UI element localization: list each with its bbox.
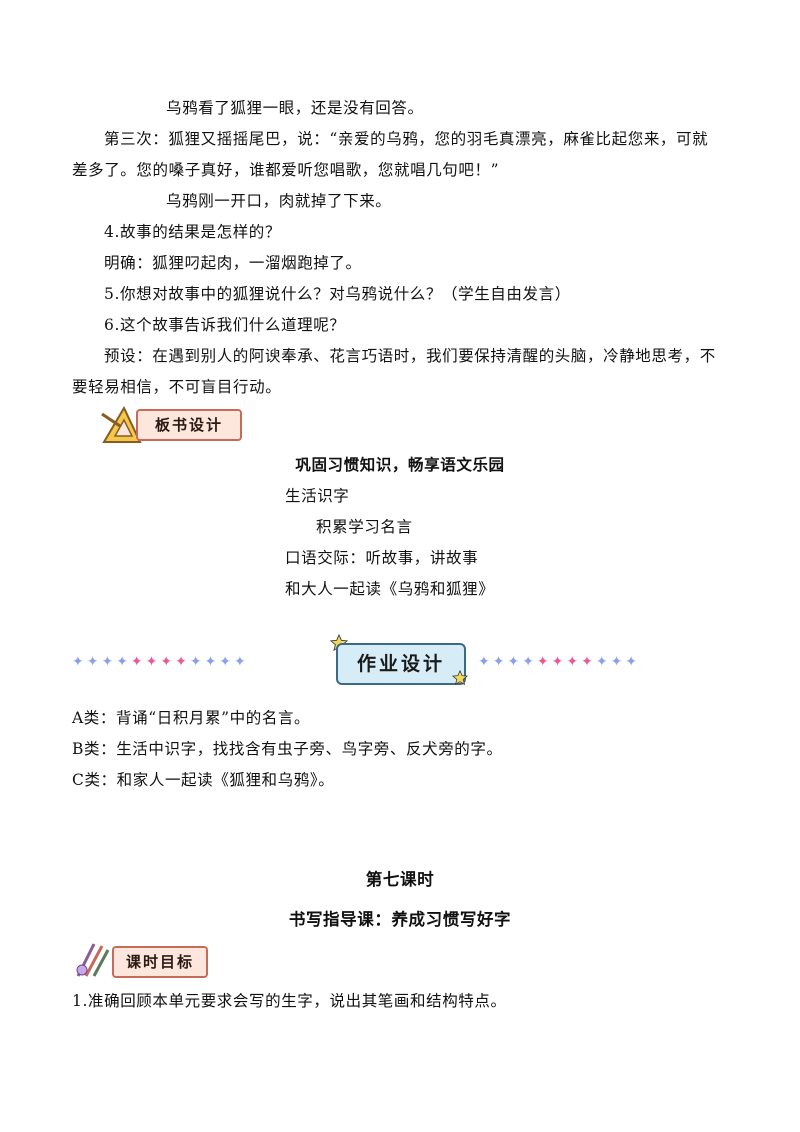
board-design-label: 板书设计 [136,409,242,441]
paragraph: 第三次：狐狸又摇摇尾巴，说：“亲爱的乌鸦，您的羽毛真漂亮，麻雀比起您来，可就 [104,130,709,148]
goal-item: 1.准确回顾本单元要求会写的生字，说出其笔画和结构特点。 [72,992,507,1010]
answer: 预设：在遇到别人的阿谀奉承、花言巧语时，我们要保持清醒的头脑，冷静地思考，不 [104,347,716,365]
paragraph: 乌鸦刚一开口，肉就掉了下来。 [166,192,392,210]
board-design-badge: 板书设计 [100,404,245,444]
homework-item: C类：和家人一起读《狐狸和乌鸦》。 [72,771,335,789]
homework-design-badge: 作业设计 [336,643,466,685]
board-line: 和大人一起读《乌鸦和狐狸》 [285,580,495,598]
paragraph: 差多了。您的嗓子真好，谁都爱听您唱歌，您就唱几句吧！” [72,161,500,179]
question: 4.故事的结果是怎样的？ [104,223,281,241]
question: 5.你想对故事中的狐狸说什么？对乌鸦说什么？（学生自由发言） [104,285,571,303]
lesson-title: 第七课时 [365,870,435,889]
lesson-subtitle: 书写指导课：养成习惯写好字 [288,910,512,929]
star-icon [452,670,468,686]
board-line: 生活识字 [285,487,350,505]
answer: 要轻易相信，不可盲目行动。 [72,378,282,396]
board-line: 口语交际：听故事，讲故事 [285,549,479,567]
sparkle-divider-left: ✦✦✦✦✦✦✦✦✦✦✦✦ [72,654,249,670]
homework-item: A类：背诵“日积月累”中的名言。 [72,709,311,727]
pencils-icon [76,943,110,977]
question: 6.这个故事告诉我们什么道理呢？ [104,316,346,334]
sparkle-divider-right: ✦✦✦✦✦✦✦✦✦✦✦ [478,654,641,670]
homework-item: B类：生活中识字，找找含有虫子旁、鸟字旁、反犬旁的字。 [72,740,503,758]
lesson-goals-label: 课时目标 [112,946,208,978]
answer: 明确：狐狸叼起肉，一溜烟跑掉了。 [104,254,362,272]
board-title: 巩固习惯知识，畅享语文乐园 [295,456,505,474]
paragraph: 乌鸦看了狐狸一眼，还是没有回答。 [166,99,424,117]
lesson-goals-badge: 课时目标 [72,940,212,980]
board-line: 积累学习名言 [316,518,413,536]
triangle-ruler-icon [101,405,142,443]
